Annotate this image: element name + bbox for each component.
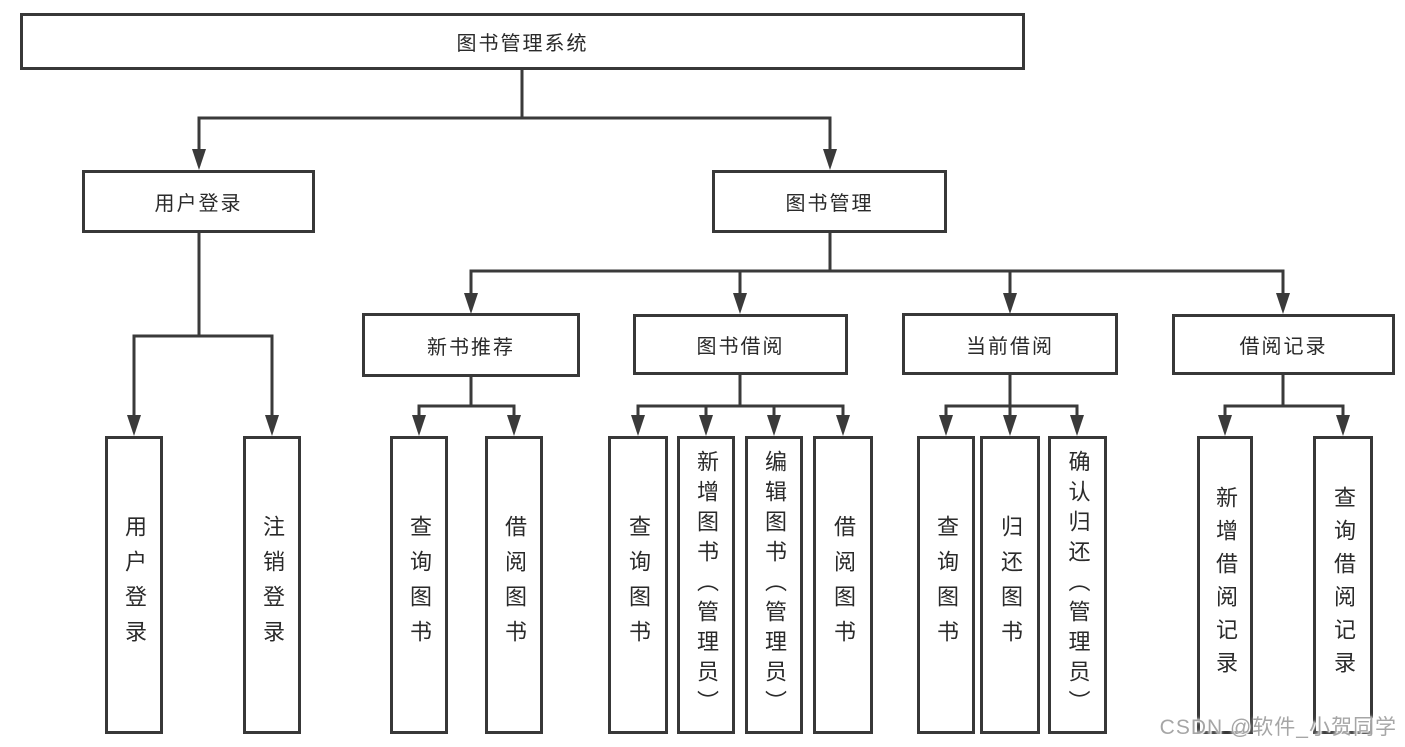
node-new-book-recommend: 新书推荐 [362, 313, 580, 377]
leaf-edit-book-admin: 编辑图书（管理员） [745, 436, 803, 734]
leaf-confirm-return-admin: 确认归还（管理员） [1048, 436, 1107, 734]
node-book-borrow: 图书借阅 [633, 314, 848, 375]
node-borrow-records: 借阅记录 [1172, 314, 1395, 375]
leaf-query-books-current: 查询图书 [917, 436, 975, 734]
leaf-query-borrow-record: 查询借阅记录 [1313, 436, 1373, 734]
leaf-borrow-books: 借阅图书 [813, 436, 873, 734]
leaf-add-book-admin: 新增图书（管理员） [677, 436, 735, 734]
leaf-borrow-books-recommend: 借阅图书 [485, 436, 543, 734]
leaf-query-books-borrow: 查询图书 [608, 436, 668, 734]
leaf-user-login: 用户登录 [105, 436, 163, 734]
arrowheads [127, 149, 1350, 436]
leaf-return-books: 归还图书 [980, 436, 1040, 734]
leaf-query-books-recommend: 查询图书 [390, 436, 448, 734]
leaf-logout: 注销登录 [243, 436, 301, 734]
csdn-watermark: CSDN @软件_小贺同学 [1159, 716, 1397, 739]
leaf-add-borrow-record: 新增借阅记录 [1197, 436, 1253, 734]
node-root: 图书管理系统 [20, 13, 1025, 70]
node-user-login: 用户登录 [82, 170, 315, 233]
node-current-borrow: 当前借阅 [902, 313, 1118, 375]
node-book-management: 图书管理 [712, 170, 947, 233]
